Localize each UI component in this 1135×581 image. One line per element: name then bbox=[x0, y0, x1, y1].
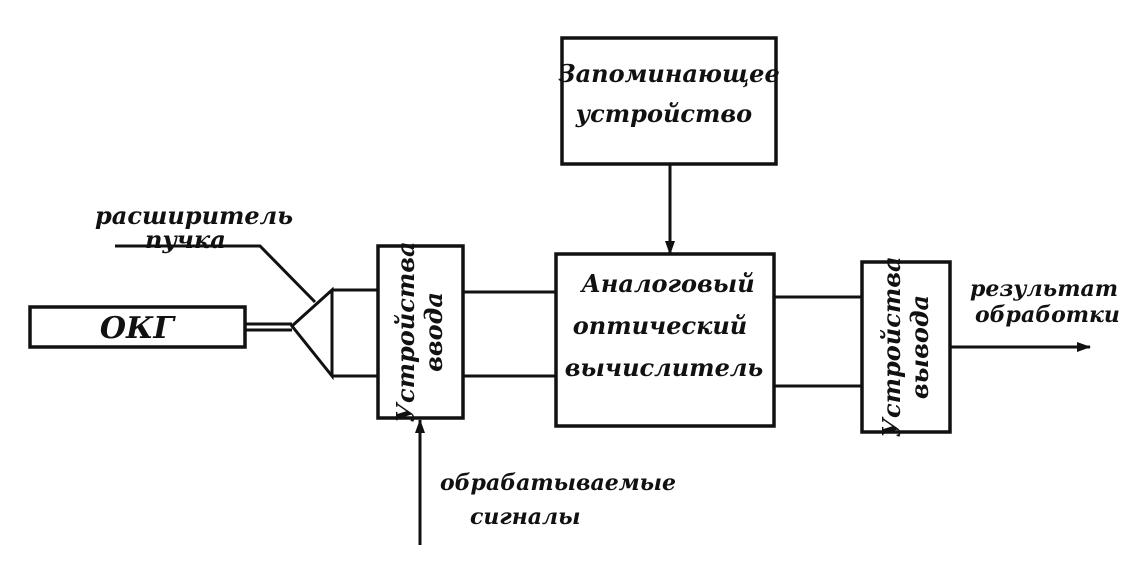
result-label-1: результат bbox=[970, 276, 1118, 302]
processor-block bbox=[554, 252, 776, 428]
processor-label-3: вычислитель bbox=[565, 353, 763, 382]
result-label-2: обработки bbox=[975, 302, 1120, 328]
output-device-block bbox=[860, 260, 952, 434]
memory-label-1: Запоминающее bbox=[558, 59, 779, 88]
input-device-label-2: ввода bbox=[419, 292, 448, 372]
output-device-label-1: Устройства bbox=[877, 256, 906, 437]
processor-label-2: оптический bbox=[573, 311, 747, 340]
input-device-block bbox=[376, 244, 465, 420]
beam-expander-label-1: расширитель bbox=[95, 201, 293, 230]
input-device-label-1: Устройства bbox=[391, 241, 420, 422]
laser-block bbox=[28, 305, 247, 349]
signals-label-1: обрабатываемые bbox=[440, 470, 676, 496]
memory-label-2: устройство bbox=[575, 99, 752, 128]
output-device-label-2: вывода bbox=[905, 295, 934, 399]
signals-label-2: сигналы bbox=[470, 504, 581, 530]
beam-expander-leader-line bbox=[115, 244, 317, 304]
processor-label-1: Аналоговый bbox=[579, 269, 754, 298]
beam-expander-label-2: пучка bbox=[145, 225, 226, 254]
laser-label: ОКГ bbox=[100, 311, 176, 346]
beam-expander-shape bbox=[289, 286, 334, 381]
